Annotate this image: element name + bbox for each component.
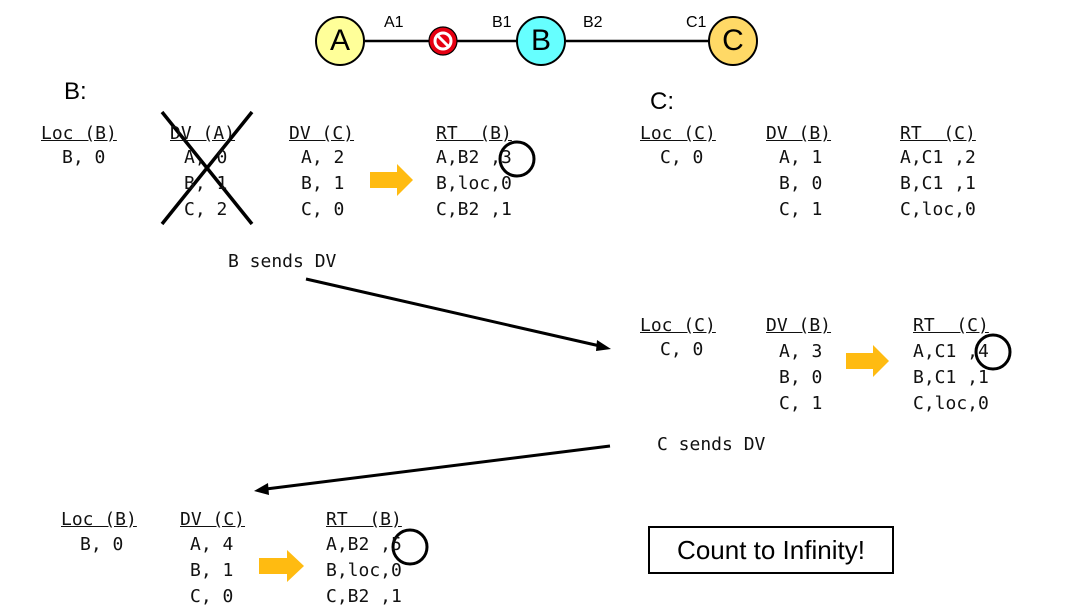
b-dvc-row: B, 1 bbox=[301, 173, 345, 194]
b-dva-row: A, 0 bbox=[184, 147, 228, 168]
c-to-b-arrow bbox=[265, 444, 611, 491]
c-dvb-row: A, 1 bbox=[779, 147, 823, 168]
c2-loc-header: Loc (C) bbox=[640, 315, 716, 336]
b2-rt-row: A,B2 ,5 bbox=[326, 534, 402, 555]
b-dva-row: B, 1 bbox=[184, 173, 228, 194]
c-dvb-row: B, 0 bbox=[779, 173, 823, 194]
c-dvb-header: DV (B) bbox=[766, 123, 832, 144]
c2-rt-row: C,loc,0 bbox=[913, 393, 989, 414]
b-rt-row: A,B2 ,3 bbox=[436, 147, 512, 168]
count-to-infinity-callout: Count to Infinity! bbox=[648, 526, 894, 574]
no-entry-icon bbox=[428, 26, 458, 56]
c2-rt-header: RT (C) bbox=[913, 315, 989, 336]
c2-dvb-header: DV (B) bbox=[766, 315, 832, 336]
port-c1: C1 bbox=[686, 14, 707, 31]
b2-rt-row: B,loc,0 bbox=[326, 560, 402, 581]
c2-dvb-row: B, 0 bbox=[779, 367, 823, 388]
port-a1: A1 bbox=[384, 14, 404, 31]
b2-dvc-header: DV (C) bbox=[180, 509, 246, 530]
node-a: A bbox=[315, 16, 365, 66]
b2-dvc-row: C, 0 bbox=[190, 586, 234, 607]
section-b-label: B: bbox=[64, 78, 87, 105]
c-rt-row: C,loc,0 bbox=[900, 199, 976, 220]
c2-rt-row: B,C1 ,1 bbox=[913, 367, 989, 388]
port-b2: B2 bbox=[583, 14, 603, 31]
c-rt-row: B,C1 ,1 bbox=[900, 173, 976, 194]
b2-dvc-row: A, 4 bbox=[190, 534, 234, 555]
b2-dvc-row: B, 1 bbox=[190, 560, 234, 581]
b2-loc-header: Loc (B) bbox=[61, 509, 137, 530]
b-sends-label: B sends DV bbox=[228, 251, 337, 272]
node-c: C bbox=[708, 16, 758, 66]
b-dva-row: C, 2 bbox=[184, 199, 228, 220]
c-loc-row: C, 0 bbox=[660, 147, 704, 168]
b-rt-row: C,B2 ,1 bbox=[436, 199, 512, 220]
b2-rt-row: C,B2 ,1 bbox=[326, 586, 402, 607]
b-dvc-row: C, 0 bbox=[301, 199, 345, 220]
b-to-c-arrow bbox=[305, 277, 601, 348]
b-rt-row: B,loc,0 bbox=[436, 173, 512, 194]
highlight-circle bbox=[391, 528, 429, 566]
c-sends-label: C sends DV bbox=[657, 434, 766, 455]
c-rt-header: RT (C) bbox=[900, 123, 976, 144]
b-loc-row: B, 0 bbox=[62, 147, 106, 168]
b-dvc-header: DV (C) bbox=[289, 123, 355, 144]
c2-loc-row: C, 0 bbox=[660, 339, 704, 360]
node-b: B bbox=[516, 16, 566, 66]
b-dvc-row: A, 2 bbox=[301, 147, 345, 168]
b-dva-header: DV (A) bbox=[170, 123, 236, 144]
highlight-circle bbox=[498, 140, 536, 178]
yellow-arrow-b2 bbox=[259, 550, 304, 582]
section-c-label: C: bbox=[650, 88, 674, 115]
c-loc-header: Loc (C) bbox=[640, 123, 716, 144]
b2-rt-header: RT (B) bbox=[326, 509, 402, 530]
c2-dvb-row: A, 3 bbox=[779, 341, 823, 362]
cross-out-line bbox=[160, 110, 254, 226]
highlight-circle bbox=[974, 333, 1012, 371]
c2-dvb-row: C, 1 bbox=[779, 393, 823, 414]
c-dvb-row: C, 1 bbox=[779, 199, 823, 220]
yellow-arrow-c2 bbox=[846, 345, 889, 377]
b-rt-header: RT (B) bbox=[436, 123, 512, 144]
c2-rt-row: A,C1 ,4 bbox=[913, 341, 989, 362]
b2-loc-row: B, 0 bbox=[80, 534, 124, 555]
c-rt-row: A,C1 ,2 bbox=[900, 147, 976, 168]
b-loc-header: Loc (B) bbox=[41, 123, 117, 144]
port-b1: B1 bbox=[492, 14, 512, 31]
yellow-arrow-b1 bbox=[370, 164, 413, 196]
